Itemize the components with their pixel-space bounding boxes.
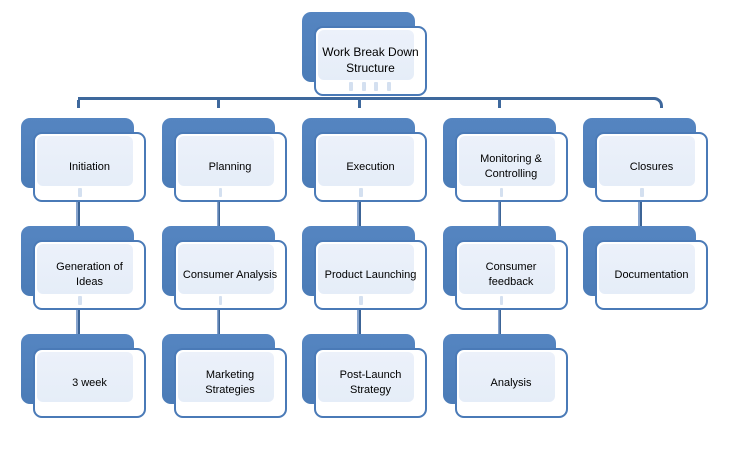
node-front-panel: Analysis: [454, 348, 568, 418]
node-work-break-down-structure: Work Break Down Structure: [302, 12, 427, 96]
node-label: Consumer Analysis: [182, 268, 278, 281]
connector-reflection: [387, 81, 391, 91]
node-label: Initiation: [69, 160, 110, 173]
node-label: Consumer feedback: [485, 261, 537, 288]
node-fill: [37, 352, 133, 402]
connector-monitoring-consumer-feedback: [497, 200, 502, 228]
node-front-panel: Post-Launch Strategy: [314, 348, 427, 418]
connector-reflection: [362, 81, 366, 91]
node-front-panel: Product Launching: [314, 240, 427, 310]
node-label: Work Break Down Structure: [322, 45, 419, 75]
node-label: Execution: [346, 160, 395, 173]
node-label: Generation of Ideas: [56, 261, 123, 288]
node-initiation: Initiation: [21, 118, 146, 202]
connector-reflection: [374, 81, 378, 91]
node-fill: [599, 244, 695, 294]
node-product-launching: Product Launching: [302, 226, 427, 310]
connector-root-bus: [78, 97, 663, 108]
node-3-week: 3 week: [21, 334, 146, 418]
connector-reflection: [349, 81, 353, 91]
node-fill: [37, 244, 133, 294]
node-fill: [318, 352, 414, 402]
node-analysis: Analysis: [442, 334, 568, 418]
node-fill: [458, 244, 555, 294]
node-fill: [458, 136, 555, 186]
node-label: Planning: [208, 160, 252, 173]
connector-reflection: [359, 295, 363, 305]
connector-reflection: [218, 187, 223, 197]
node-fill: [318, 30, 414, 80]
node-fill: [318, 136, 414, 186]
node-front-panel: Monitoring & Controlling: [454, 132, 568, 202]
node-front-panel: Generation of Ideas: [33, 240, 146, 310]
node-fill: [177, 136, 274, 186]
node-fill: [177, 244, 274, 294]
node-label: Closures: [629, 160, 674, 173]
node-generation-of-ideas: Generation of Ideas: [21, 226, 146, 310]
node-front-panel: Work Break Down Structure: [314, 26, 427, 96]
node-front-panel: Planning: [173, 132, 287, 202]
connector-execution-product-launching: [357, 200, 361, 228]
connector-generation-3-week: [76, 308, 80, 336]
node-front-panel: Documentation: [595, 240, 708, 310]
node-closures: Closures: [583, 118, 708, 202]
node-fill: [458, 352, 555, 402]
node-front-panel: Execution: [314, 132, 427, 202]
connector-reflection: [499, 295, 504, 305]
connector-bus-drop-monitoring: [498, 100, 501, 108]
node-consumer-analysis: Consumer Analysis: [161, 226, 287, 310]
node-front-panel: Consumer feedback: [454, 240, 568, 310]
node-documentation: Documentation: [583, 226, 708, 310]
connector-reflection: [78, 295, 82, 305]
node-fill: [37, 136, 133, 186]
node-label: Monitoring & Controlling: [480, 153, 542, 180]
connector-bus-drop-planning: [217, 100, 220, 108]
connector-reflection: [640, 187, 644, 197]
node-label: Marketing Strategies: [205, 369, 255, 396]
node-front-panel: 3 week: [33, 348, 146, 418]
node-consumer-feedback: Consumer feedback: [442, 226, 568, 310]
node-front-panel: Initiation: [33, 132, 146, 202]
node-label: Product Launching: [324, 268, 417, 281]
node-marketing-strategies: Marketing Strategies: [161, 334, 287, 418]
node-fill: [599, 136, 695, 186]
node-front-panel: Marketing Strategies: [173, 348, 287, 418]
node-front-panel: Closures: [595, 132, 708, 202]
connector-reflection: [359, 187, 363, 197]
node-fill: [318, 244, 414, 294]
node-label: Post-Launch Strategy: [339, 369, 402, 396]
connector-planning-consumer-analysis: [216, 200, 221, 228]
node-execution: Execution: [302, 118, 427, 202]
node-planning: Planning: [161, 118, 287, 202]
connector-bus-drop-initiation: [76, 100, 80, 108]
node-label: Documentation: [614, 268, 689, 281]
connector-closures-documentation: [638, 200, 642, 228]
node-front-panel: Consumer Analysis: [173, 240, 287, 310]
connector-reflection: [499, 187, 504, 197]
node-monitoring-controlling: Monitoring & Controlling: [442, 118, 568, 202]
connector-reflection: [78, 187, 82, 197]
connector-reflection: [218, 295, 223, 305]
node-label: Analysis: [490, 376, 532, 389]
node-fill: [177, 352, 274, 402]
connector-initiation-generation: [76, 200, 80, 228]
connector-bus-drop-execution: [357, 100, 361, 108]
node-post-launch-strategy: Post-Launch Strategy: [302, 334, 427, 418]
node-label: 3 week: [72, 376, 107, 389]
connector-consumer-analysis-marketing: [216, 308, 221, 336]
connector-product-launching-post-launch: [357, 308, 361, 336]
connector-consumer-feedback-analysis: [497, 308, 502, 336]
